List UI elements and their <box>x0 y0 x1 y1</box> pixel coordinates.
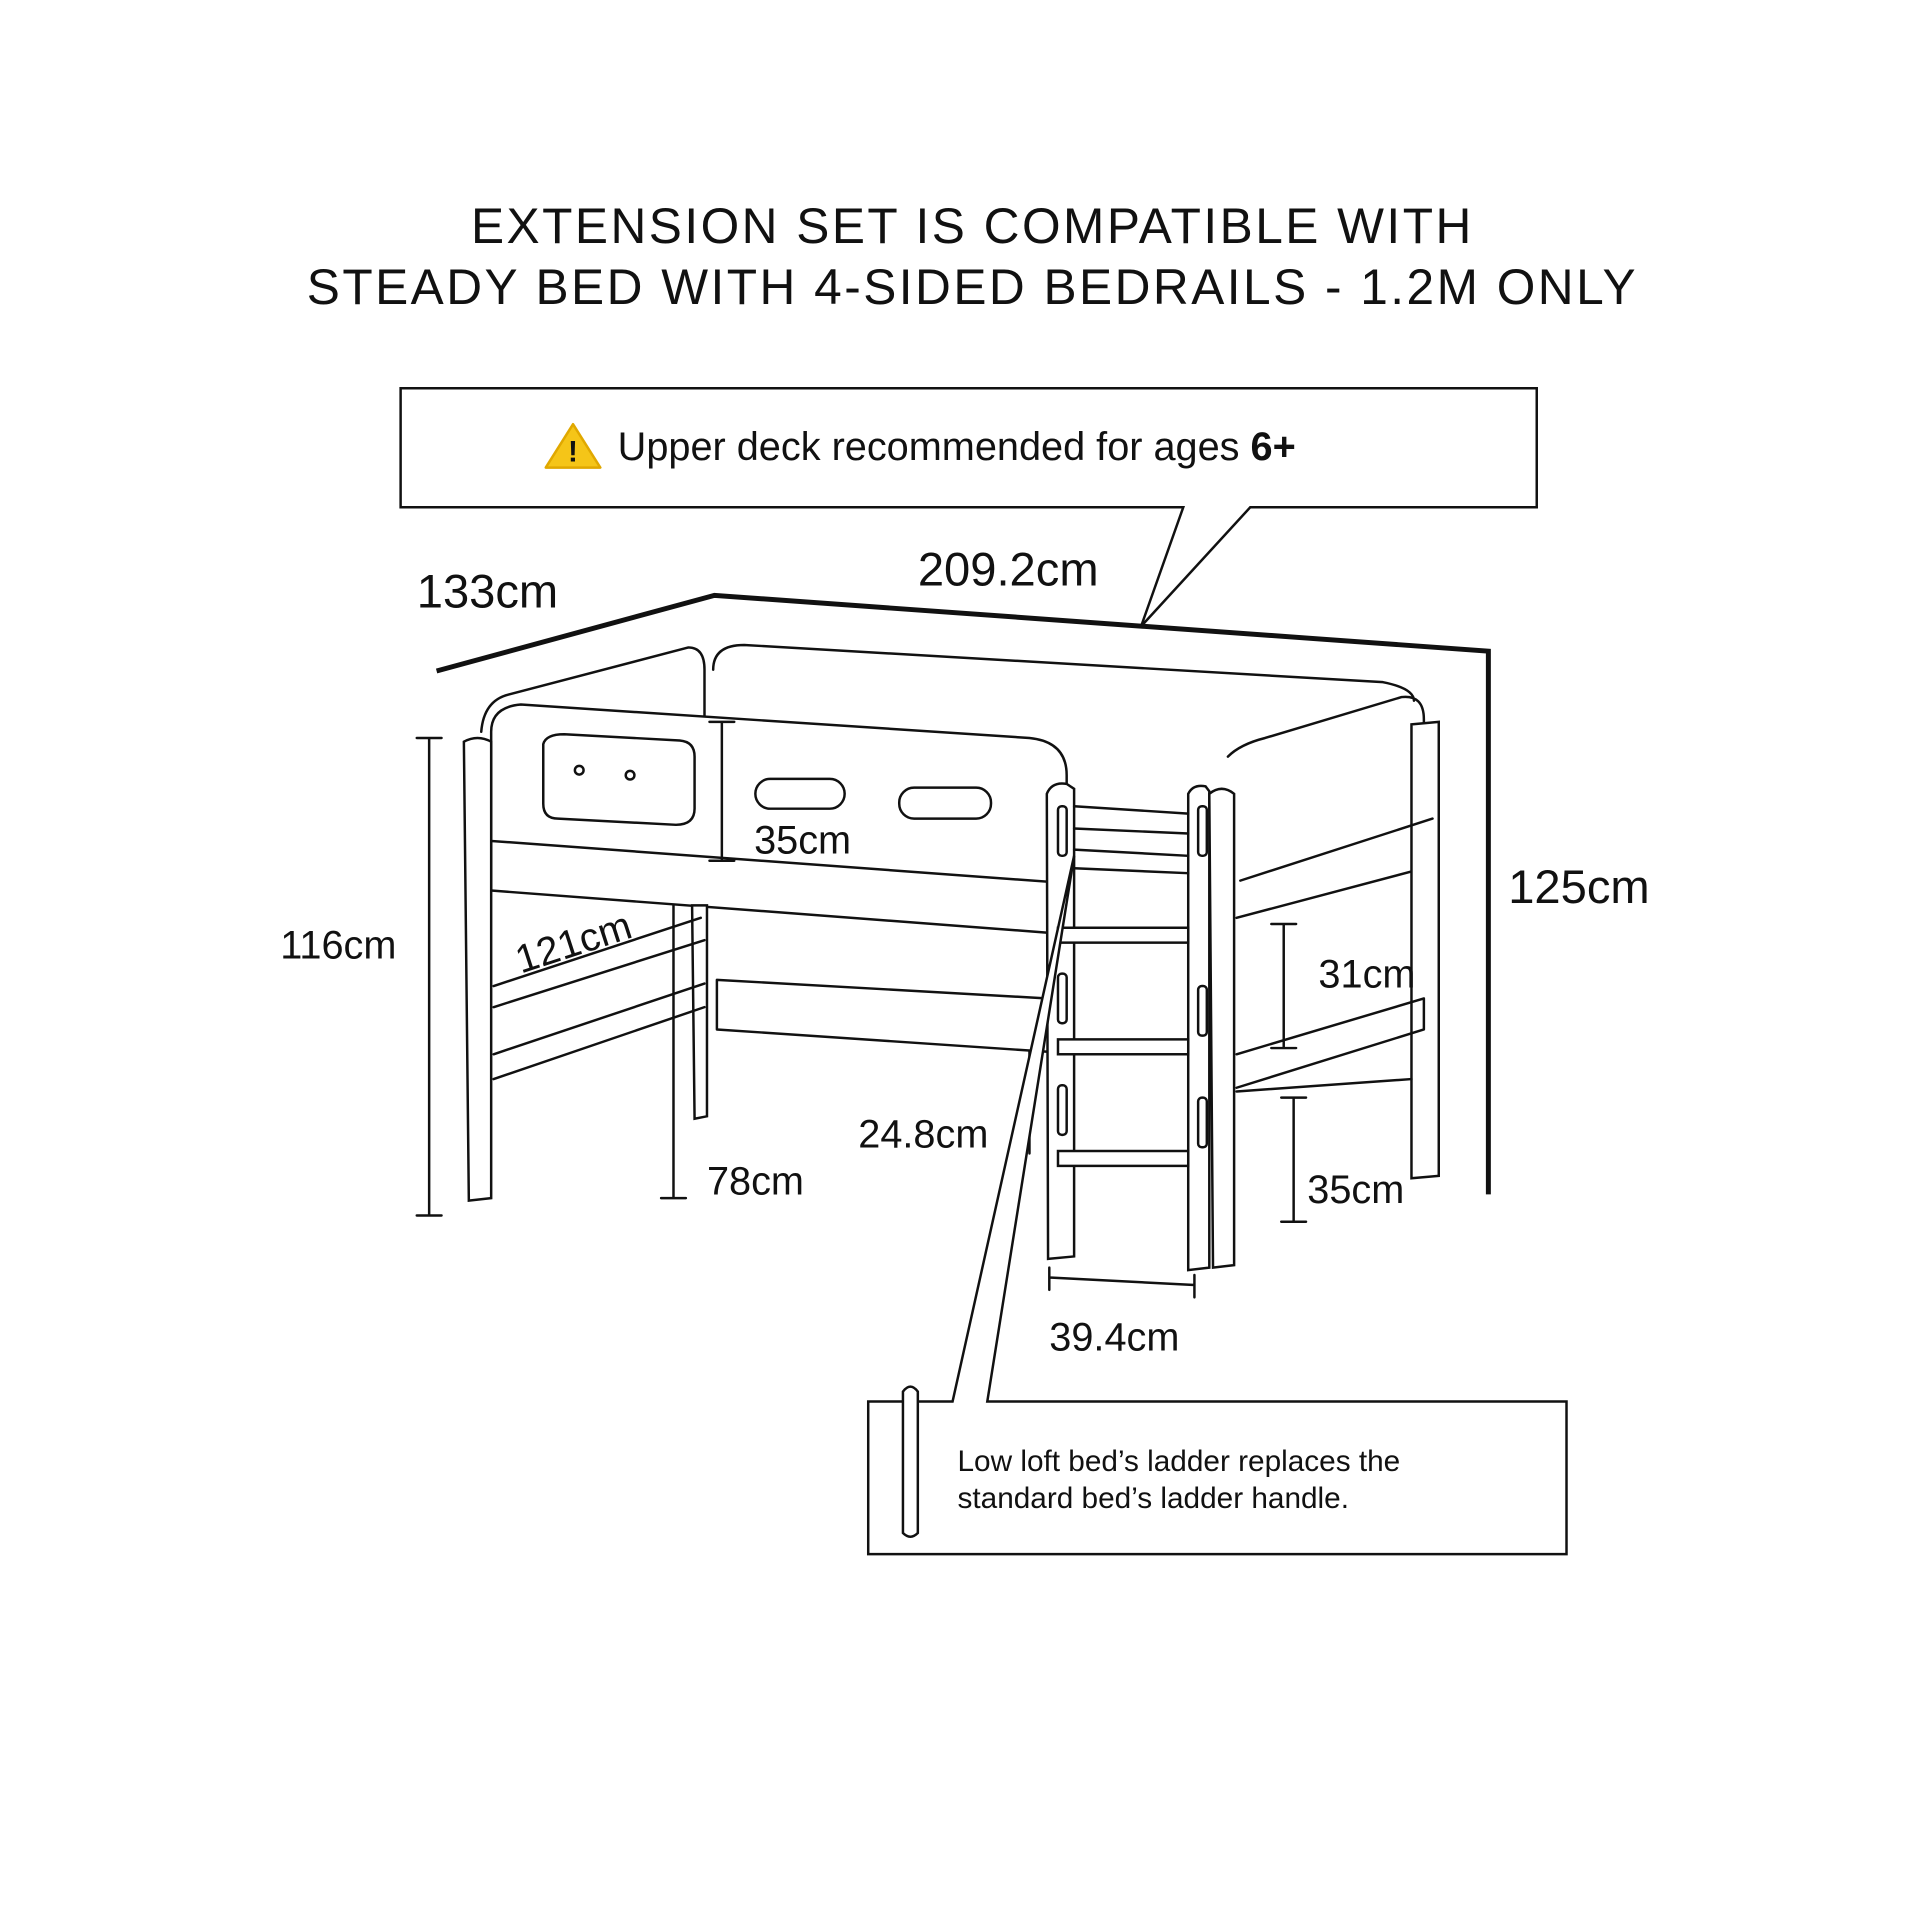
height-total-label: 125cm <box>1508 860 1649 913</box>
lower-gap-label: 35cm <box>1307 1168 1404 1212</box>
height-leg-label: 116cm <box>280 924 396 968</box>
ladder-callout-line-2: standard bed’s ladder handle. <box>958 1482 1349 1515</box>
length-label: 209.2cm <box>918 542 1099 595</box>
warning-callout: ! Upper deck recommended for ages 6+ <box>399 386 1538 628</box>
ladder-handle-icon <box>901 1385 920 1538</box>
inner-width-label: 121cm <box>510 904 637 983</box>
rail-height-label: 35cm <box>754 818 851 862</box>
under-height-label: 78cm <box>707 1159 804 1203</box>
ladder-callout: Low loft bed’s ladder replaces the stand… <box>866 855 1568 1556</box>
ladder-callout-line-1: Low loft bed’s ladder replaces the <box>958 1445 1401 1478</box>
svg-text:Upper deck recommended for age: Upper deck recommended for ages 6+ <box>618 425 1296 469</box>
ladder-width-label: 39.4cm <box>1049 1316 1179 1360</box>
side-rail-label: 31cm <box>1318 952 1415 996</box>
warning-triangle-icon: ! <box>544 422 602 469</box>
warning-text: Upper deck recommended for ages <box>618 425 1251 469</box>
ladder-step-label: 24.8cm <box>858 1112 988 1156</box>
svg-text:!: ! <box>568 435 578 468</box>
overall-dimension-lines <box>435 592 1491 1195</box>
warning-age: 6+ <box>1251 425 1296 469</box>
depth-label: 133cm <box>417 565 558 618</box>
title-line-1: EXTENSION SET IS COMPATIBLE WITH <box>471 198 1474 254</box>
title-line-2: STEADY BED WITH 4-SIDED BEDRAILS - 1.2M … <box>307 259 1638 315</box>
bed-illustration <box>462 643 1440 1272</box>
